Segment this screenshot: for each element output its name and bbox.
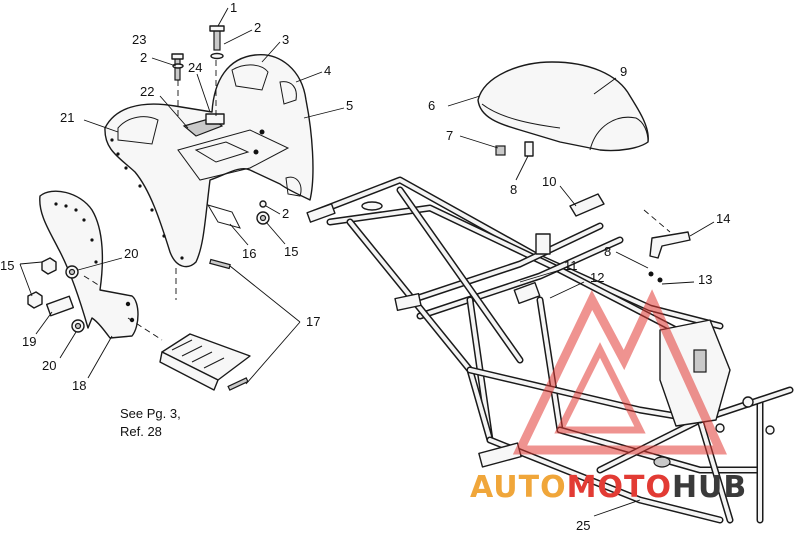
callout-24: 24 xyxy=(188,60,202,75)
watermark-logo-icon xyxy=(512,289,727,455)
seat xyxy=(477,61,649,157)
callout-22: 22 xyxy=(140,84,154,99)
callout-8-bracket: 8 xyxy=(604,244,611,259)
callout-20-bottom: 20 xyxy=(42,358,56,373)
callout-21: 21 xyxy=(60,110,74,125)
callout-16: 16 xyxy=(242,246,256,261)
rear-fender xyxy=(104,54,314,268)
fastener-15 xyxy=(256,200,270,225)
see-page-note-ref: Ref. 28 xyxy=(120,424,162,439)
fender-clip xyxy=(205,113,225,125)
callout-8-seat: 8 xyxy=(510,182,517,197)
callout-10: 10 xyxy=(542,174,556,189)
callout-1: 1 xyxy=(230,0,237,15)
callout-13: 13 xyxy=(698,272,712,287)
bolt-23 xyxy=(171,53,184,81)
callout-12: 12 xyxy=(590,270,604,285)
callouts: 1 2 3 4 5 2 23 24 22 21 16 15 2 20 15 19… xyxy=(0,0,730,533)
bolt-1 xyxy=(209,25,225,60)
callout-5: 5 xyxy=(346,98,353,113)
callout-17: 17 xyxy=(306,314,320,329)
callout-25: 25 xyxy=(576,518,590,533)
callout-9: 9 xyxy=(620,64,627,79)
callout-20-top: 20 xyxy=(124,246,138,261)
callout-6: 6 xyxy=(428,98,435,113)
watermark-text: AUTOMOTOHUB xyxy=(470,470,747,505)
callout-19: 19 xyxy=(22,334,36,349)
footrest-plate xyxy=(159,258,251,391)
rear-fender-assembly xyxy=(104,54,314,268)
frame xyxy=(306,176,794,524)
callout-4: 4 xyxy=(324,63,331,78)
callout-2-top: 2 xyxy=(254,20,261,35)
callout-11: 11 xyxy=(564,258,578,273)
grab-bar xyxy=(569,193,605,217)
callout-15-left: 15 xyxy=(0,258,14,273)
callout-23: 23 xyxy=(132,32,146,47)
callout-2-left: 2 xyxy=(140,50,147,65)
callout-3: 3 xyxy=(282,32,289,47)
mud-guard xyxy=(39,190,139,339)
callout-14: 14 xyxy=(716,211,730,226)
callout-7: 7 xyxy=(446,128,453,143)
callout-15-right: 15 xyxy=(284,244,298,259)
leader-lines xyxy=(19,7,715,517)
bracket-14 xyxy=(648,231,691,283)
see-page-note: See Pg. 3, xyxy=(120,406,181,421)
hardware-left xyxy=(27,257,85,333)
watermark: AUTOMOTOHUB xyxy=(470,289,747,505)
callout-18: 18 xyxy=(72,378,86,393)
callout-2-mid: 2 xyxy=(282,206,289,221)
